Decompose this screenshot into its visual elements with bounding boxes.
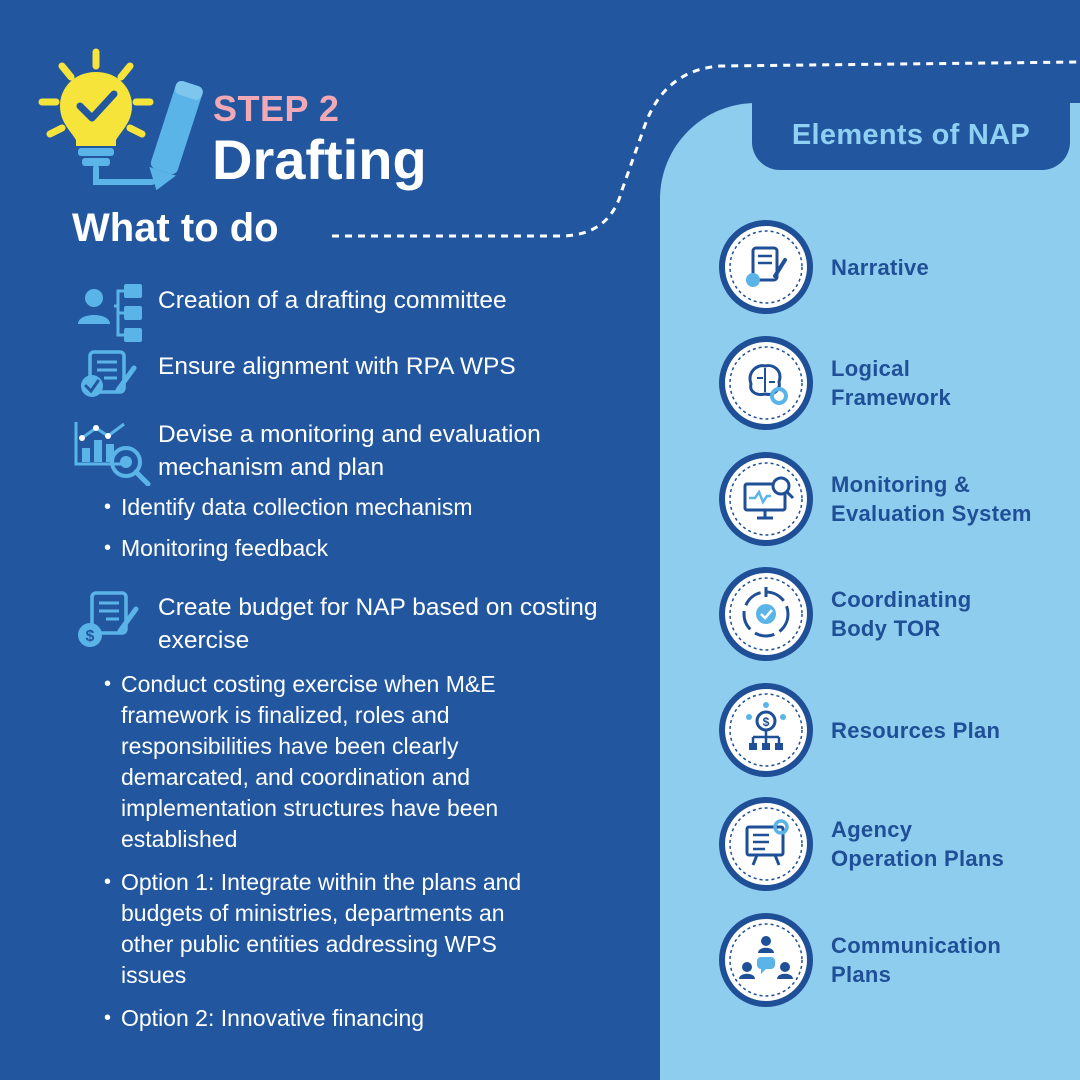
bullet-item: Conduct costing exercise when M&E framew… <box>104 669 544 855</box>
bullet-item: Option 2: Innovative financing <box>104 1003 544 1034</box>
section-heading: What to do <box>72 206 279 250</box>
task-bullets: Identify data collection mechanism Monit… <box>104 492 544 564</box>
lightbulb-pen-icon <box>38 48 203 191</box>
svg-text:$: $ <box>763 715 770 729</box>
elements-panel-tab: Elements of NAP <box>752 100 1070 170</box>
element-item: Coordinating Body TOR <box>719 567 1059 661</box>
element-item: Narrative <box>719 220 1059 314</box>
document-dollar-icon: $ <box>78 591 139 647</box>
element-label: Resources Plan <box>831 717 1001 743</box>
target-cycle-icon <box>719 567 813 661</box>
team-hierarchy-icon <box>78 284 142 342</box>
step-title: Drafting <box>212 128 427 191</box>
task-text: Creation of a drafting committee <box>158 287 507 314</box>
element-item: Monitoring & Evaluation System <box>719 452 1059 546</box>
presentation-board-icon <box>719 797 813 891</box>
dashed-decoration <box>332 60 1080 238</box>
document-check-icon <box>81 350 137 397</box>
bullet-item: Identify data collection mechanism <box>104 492 544 523</box>
elements-panel-title: Elements of NAP <box>791 118 1031 151</box>
element-label: Communication Plans <box>831 933 1002 987</box>
element-item: $ Resources Plan <box>719 683 1059 777</box>
resources-network-icon: $ <box>719 683 813 777</box>
element-item: Communication Plans <box>719 913 1059 1007</box>
step-label: STEP 2 <box>213 88 340 129</box>
element-label: Agency Operation Plans <box>831 817 1005 871</box>
people-chat-icon <box>719 913 813 1007</box>
bullet-item: Monitoring feedback <box>104 533 544 564</box>
narrative-document-icon <box>719 220 813 314</box>
element-item: Agency Operation Plans <box>719 797 1059 891</box>
element-label: Coordinating Body TOR <box>831 587 972 641</box>
monitor-magnifier-icon <box>719 452 813 546</box>
task-text: Devise a monitoring and evaluation mecha… <box>158 421 541 481</box>
brain-gear-icon <box>719 336 813 430</box>
svg-text:$: $ <box>86 628 95 645</box>
task-bullets: Conduct costing exercise when M&E framew… <box>104 669 544 1034</box>
element-item: Logical Framework <box>719 336 1059 430</box>
element-label: Narrative <box>831 254 930 280</box>
chart-magnifier-icon <box>74 422 151 486</box>
element-label: Logical Framework <box>831 356 952 410</box>
task-text: Create budget for NAP based on costing e… <box>158 594 598 654</box>
element-label: Monitoring & Evaluation System <box>831 472 1032 526</box>
bullet-item: Option 1: Integrate within the plans and… <box>104 867 544 991</box>
task-text: Ensure alignment with RPA WPS <box>158 353 516 380</box>
